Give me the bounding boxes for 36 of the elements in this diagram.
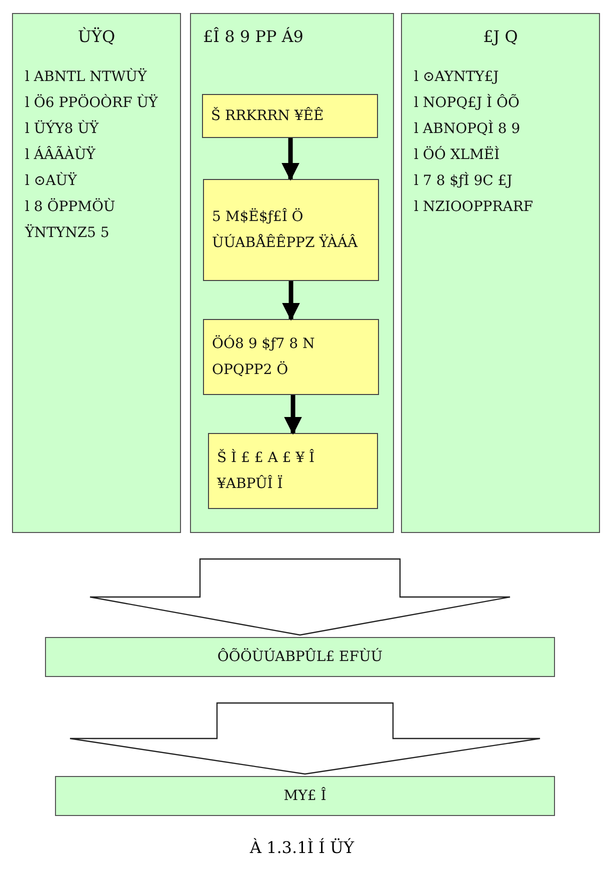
list-item: l ⊙AÙŸ [25,171,78,191]
arrow [282,138,300,181]
arrow [282,281,300,321]
box-label: MY£ Î [284,786,326,806]
list-item: l ÜÝY8 ÙŸ [25,119,100,139]
block-arrow [89,558,511,636]
box-label: Š Ì £ £ A £ ¥ Î ¥ABPÛÎ Ï [217,448,316,494]
panel-title: £J Q [482,26,519,48]
list-item: l ABNTL NTWÙŸ [25,67,148,87]
process-box [208,433,378,509]
figure-caption: À 1.3.1Ì Í ÜÝ [248,838,356,857]
list-item: l NZIOOPPRARF [414,198,534,217]
list-item: l NOPQ£J Ì ÔÕ [414,93,520,113]
list-item: l ⊙AYNTY£J [414,68,500,87]
panel-title: £Î 8 9 PP Á9 [203,26,304,48]
box-label: 5 M$Ë$ƒ£Î Ö ÙÚABÅÊÊPPZ ŸÀÁÂ [212,207,359,253]
panel-title: ÙŸQ [76,26,116,48]
process-box [45,637,555,677]
panel-box [12,13,181,533]
arrow [284,395,302,435]
list-item: l 8 ÖPPMÖÙ ŸNTYNZ5 5 [25,197,116,243]
process-box [203,319,379,395]
block-arrow [69,702,541,775]
list-item: l ÖÓ XLMËÌ [414,145,501,165]
list-item: l ABNOPQÌ 8 9 [414,119,522,139]
process-box [55,776,555,816]
box-label: Š RRKRRN ¥ÊÊ [211,106,324,126]
list-item: l Ö6 PPÖOÒRF ÙŸ [25,93,159,113]
box-label: ÖÓ8 9 $ƒ7 8 N OPQPP2 Ö [212,334,316,380]
panel-box [401,13,600,533]
list-item: l ÁÂÃÀÙŸ [25,145,96,165]
panel-box [190,13,394,533]
list-item: l 7 8 $ƒÌ 9C £J [414,171,514,191]
process-box [202,94,378,138]
box-label: ÔÕÖÙÚABPÛL£ EFÙÚ [217,647,383,667]
process-box [203,179,379,281]
